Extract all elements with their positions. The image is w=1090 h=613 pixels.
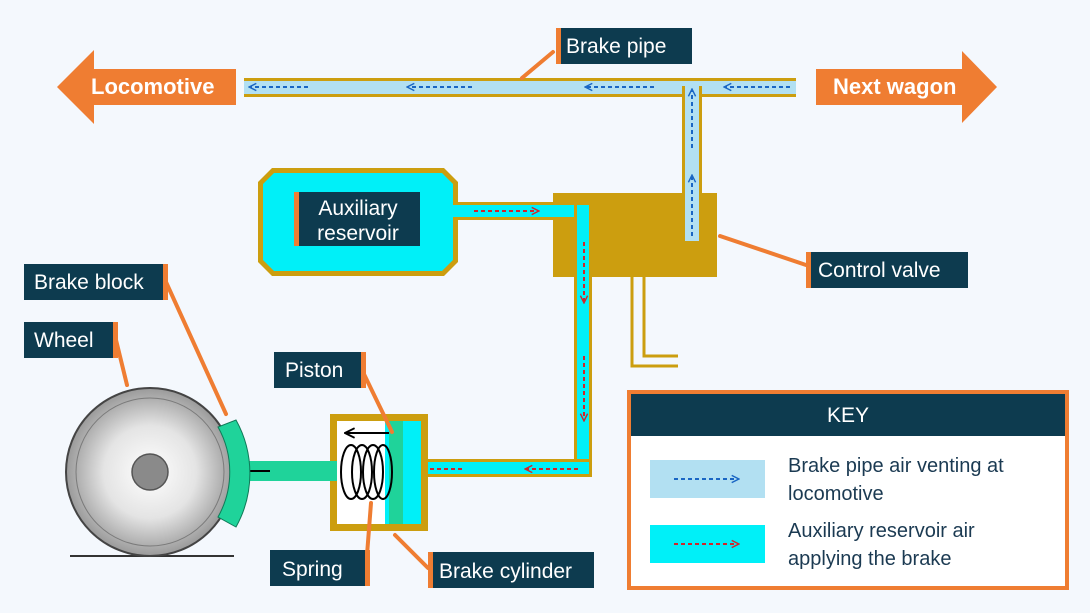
key-item1-line1: Brake pipe air venting at bbox=[788, 455, 1004, 477]
next-wagon-label: Next wagon bbox=[833, 74, 956, 99]
label-brake-block: Brake block bbox=[24, 264, 168, 300]
label-piston: Piston bbox=[274, 352, 366, 388]
wheel-hub bbox=[131, 453, 169, 491]
label-spring: Spring bbox=[270, 550, 370, 586]
brake-pipe-text: Brake pipe bbox=[566, 35, 666, 58]
brake-pipe bbox=[244, 78, 796, 241]
wheel bbox=[65, 387, 235, 557]
label-wheel: Wheel bbox=[24, 322, 118, 358]
spring bbox=[340, 444, 393, 500]
venting-flow-arrows bbox=[250, 87, 790, 236]
piston-text: Piston bbox=[285, 359, 343, 382]
key-item2-line1: Auxiliary reservoir air bbox=[788, 520, 975, 542]
label-brake-pipe: Brake pipe bbox=[556, 28, 692, 64]
brake-block bbox=[217, 419, 251, 528]
control-valve-text: Control valve bbox=[818, 259, 941, 282]
key-title: KEY bbox=[827, 404, 869, 427]
brake-block-leader bbox=[164, 280, 228, 416]
label-control-valve: Control valve bbox=[806, 252, 968, 288]
brake-pipe-leader bbox=[520, 50, 555, 80]
control-valve-leader bbox=[718, 234, 808, 267]
aux-reservoir-text-2: reservoir bbox=[317, 222, 399, 245]
spring-text: Spring bbox=[282, 558, 343, 581]
brake-cylinder-leader bbox=[393, 533, 430, 570]
label-auxiliary-reservoir: Auxiliary reservoir bbox=[294, 192, 420, 246]
key-item1-line2: locomotive bbox=[788, 483, 884, 505]
piston bbox=[389, 421, 403, 524]
brake-cylinder-text: Brake cylinder bbox=[439, 560, 572, 583]
next-wagon-arrow: Next wagon bbox=[816, 51, 997, 123]
key-swatch-reservoir-air bbox=[650, 525, 765, 563]
reservoir-air-pipe bbox=[428, 202, 592, 477]
brake-block-text: Brake block bbox=[34, 271, 144, 294]
key-item2-line2: applying the brake bbox=[788, 548, 951, 570]
brake-cylinder bbox=[330, 414, 428, 531]
key-swatch-brake-pipe-air bbox=[650, 460, 765, 498]
key-panel: KEY Brake pipe air venting at locomotive… bbox=[627, 390, 1069, 590]
wheel-text: Wheel bbox=[34, 329, 94, 352]
piston-leader bbox=[360, 368, 394, 434]
aux-reservoir-text-1: Auxiliary bbox=[318, 197, 398, 220]
piston-rod bbox=[240, 461, 337, 481]
locomotive-arrow: Locomotive bbox=[57, 50, 236, 124]
locomotive-label: Locomotive bbox=[91, 74, 214, 99]
label-brake-cylinder: Brake cylinder bbox=[428, 552, 594, 588]
